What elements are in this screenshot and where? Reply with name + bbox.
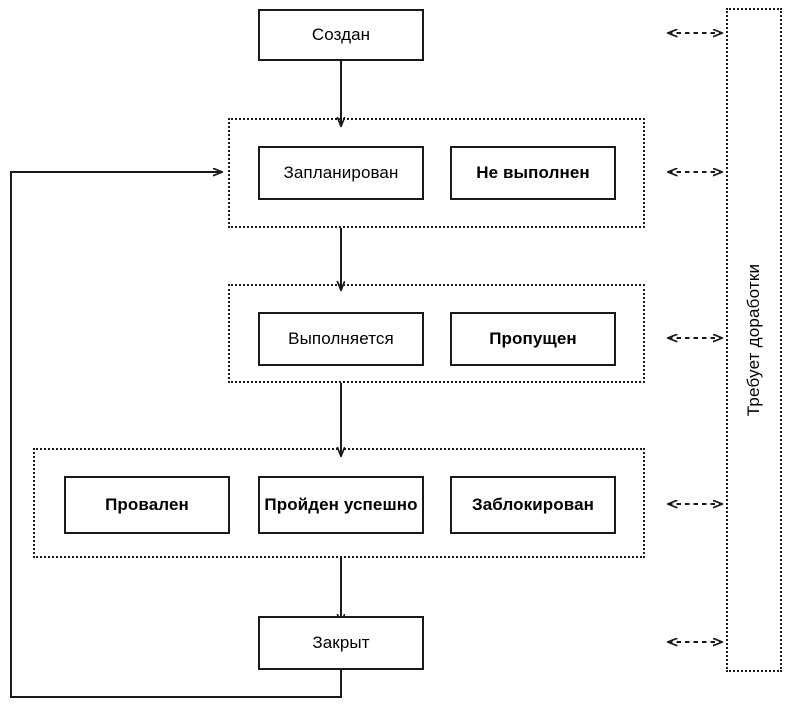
state-label-planned: Запланирован [283,163,399,183]
state-label-in-progress: Выполняется [288,329,394,349]
state-box-failed[interactable]: Провален [64,476,230,534]
state-label-failed: Провален [105,495,189,515]
state-box-not-executed[interactable]: Не выполнен [450,146,616,200]
state-label-blocked: Заблокирован [471,495,595,515]
group-planned-container [228,118,645,228]
state-box-skipped[interactable]: Пропущен [450,312,616,366]
state-box-planned[interactable]: Запланирован [258,146,424,200]
rework-container[interactable] [726,8,782,672]
group-results-container [33,448,645,558]
state-label-not-executed: Не выполнен [476,163,590,183]
state-box-blocked[interactable]: Заблокирован [450,476,616,534]
state-label-created: Создан [311,25,371,45]
state-label-passed: Пройден успешно [264,495,418,515]
state-box-created[interactable]: Создан [258,9,424,61]
rework-label: Требует доработки [744,263,763,417]
state-label-skipped: Пропущен [489,329,577,349]
state-box-passed[interactable]: Пройден успешно [258,476,424,534]
state-box-closed[interactable]: Закрыт [258,616,424,670]
state-box-in-progress[interactable]: Выполняется [258,312,424,366]
group-in-progress-container [228,284,645,383]
state-label-closed: Закрыт [312,633,370,653]
